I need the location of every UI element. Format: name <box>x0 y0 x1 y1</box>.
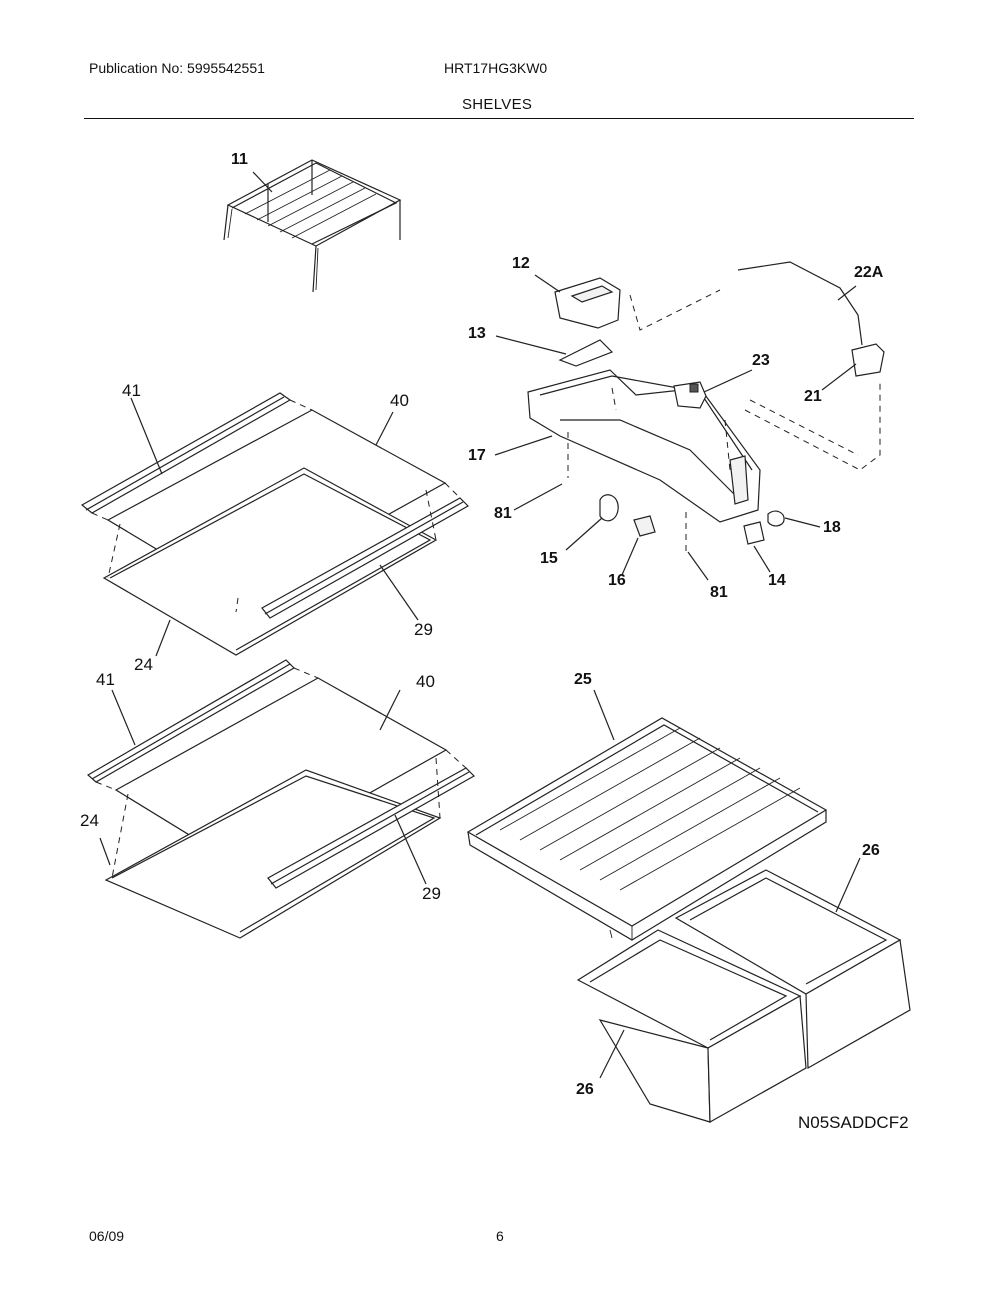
crisper-drawers <box>576 869 911 1124</box>
header-rule <box>84 118 914 119</box>
diagram-code: N05SADDCF2 <box>798 1113 909 1132</box>
callout-40-upper: 40 <box>390 391 409 410</box>
crisper-cover <box>466 717 828 941</box>
callout-29-upper: 29 <box>414 620 433 639</box>
callout-16: 16 <box>608 572 626 589</box>
callout-40-lower: 40 <box>416 672 435 691</box>
callout-23: 23 <box>752 352 770 369</box>
callout-81-right: 81 <box>710 584 728 601</box>
callout-26-left: 26 <box>576 1081 594 1098</box>
wire-shelf-rack <box>223 159 402 293</box>
callout-21: 21 <box>804 388 822 405</box>
footer-date: 06/09 <box>89 1228 125 1244</box>
lower-shelf-assembly <box>86 659 475 939</box>
callout-26-right: 26 <box>862 842 880 859</box>
publication-number: Publication No: 5995542551 <box>89 60 265 76</box>
callout-15: 15 <box>540 550 558 567</box>
upper-shelf-assembly <box>80 392 469 656</box>
callout-17: 17 <box>468 447 486 464</box>
callout-12: 12 <box>512 255 530 272</box>
callout-41-upper: 41 <box>122 381 141 400</box>
callout-22a: 22A <box>854 264 884 281</box>
page-number: 6 <box>496 1228 504 1244</box>
leader-lines <box>99 171 861 1079</box>
callout-14: 14 <box>768 572 786 589</box>
control-housing-assembly <box>527 261 885 552</box>
model-number: HRT17HG3KW0 <box>444 60 548 76</box>
callout-25: 25 <box>574 671 592 688</box>
callout-41-lower: 41 <box>96 670 115 689</box>
section-title: SHELVES <box>462 96 533 113</box>
callout-81-left: 81 <box>494 505 512 522</box>
callout-13: 13 <box>468 325 486 342</box>
callout-11: 11 <box>231 151 248 168</box>
callout-24-upper: 24 <box>134 655 153 674</box>
callout-24-lower: 24 <box>80 811 99 830</box>
callout-29-lower: 29 <box>422 884 441 903</box>
callout-18: 18 <box>823 519 841 536</box>
